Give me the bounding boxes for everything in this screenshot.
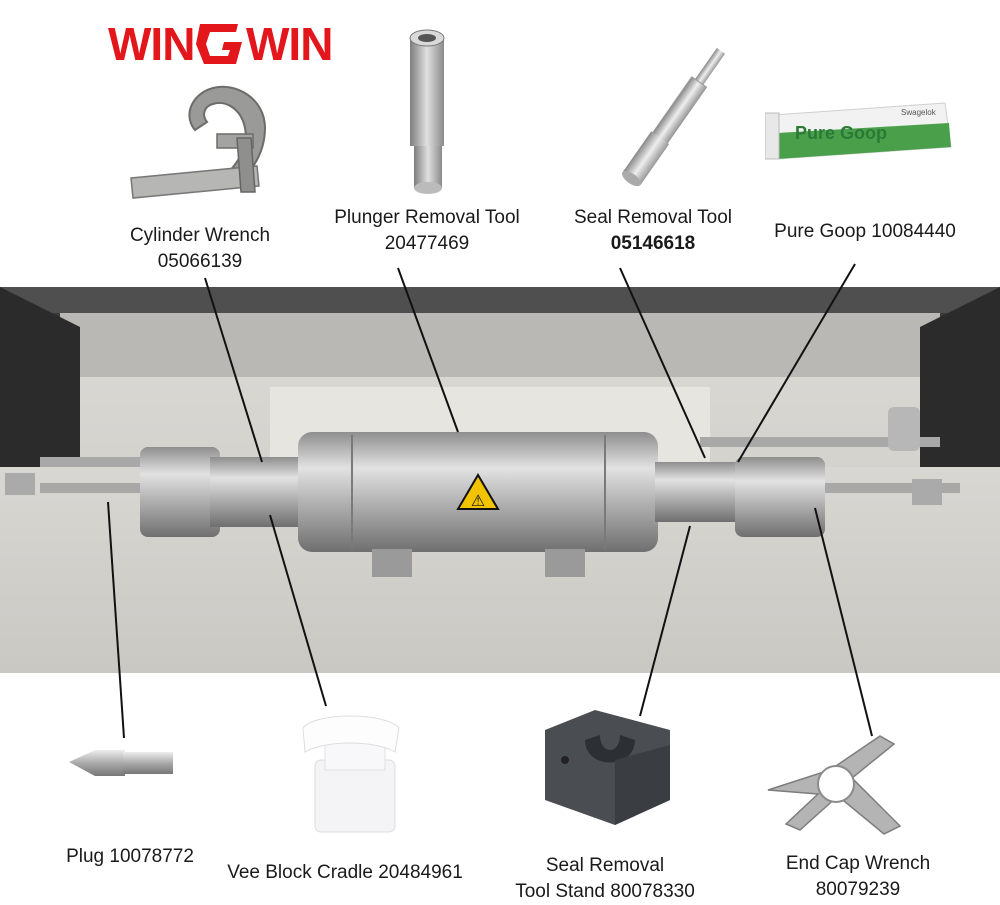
seal-removal-tool-name: Seal Removal Tool: [573, 207, 733, 228]
label-plug: Plug 10078772: [50, 844, 210, 870]
wing-g-mark: [196, 24, 242, 64]
cylinder-wrench-name: Cylinder Wrench: [129, 225, 271, 246]
vee-block-cradle-image: [302, 715, 400, 833]
pure-goop-name: Pure Goop 10084440: [774, 221, 956, 242]
plunger-removal-tool-part: 20477469: [384, 233, 470, 254]
plunger-removal-tool-image: [409, 29, 445, 194]
end-cap-wrench-image: [767, 735, 902, 835]
wingwin-logo: WIN WIN: [108, 18, 333, 66]
vee-block-cradle-name: Vee Block Cradle 20484961: [227, 862, 463, 883]
goop-product-text: Pure Goop: [795, 123, 887, 143]
label-pure-goop: Pure Goop 10084440: [760, 219, 970, 245]
label-seal-removal-tool: Seal Removal Tool 05146618: [558, 205, 748, 257]
goop-brand-text: Swagelok: [901, 108, 937, 117]
label-vee-block-cradle: Vee Block Cradle 20484961: [210, 860, 480, 886]
seal-removal-stand-part: Tool Stand 80078330: [515, 881, 695, 902]
label-seal-removal-stand: Seal Removal Tool Stand 80078330: [500, 853, 710, 905]
seal-removal-tool-part: 05146618: [610, 233, 696, 254]
cylinder-wrench-image: [130, 85, 267, 199]
warning-sign-icon: ⚠: [471, 491, 485, 510]
label-end-cap-wrench: End Cap Wrench 80079239: [768, 851, 948, 903]
seal-removal-stand-image: [545, 710, 670, 825]
seal-removal-tool-image: [622, 47, 726, 187]
plunger-removal-tool-name: Plunger Removal Tool: [334, 207, 520, 228]
intensifier-machine-photo: ⚠: [0, 287, 1000, 673]
cylinder-wrench-part: 05066139: [157, 251, 243, 272]
label-cylinder-wrench: Cylinder Wrench 05066139: [110, 223, 290, 275]
svg-text:WIN: WIN: [108, 18, 194, 66]
svg-text:WIN: WIN: [246, 18, 332, 66]
end-cap-wrench-part: 80079239: [815, 879, 901, 900]
pure-goop-tube-image: Pure Goop Swagelok: [765, 102, 952, 160]
plug-image: [69, 750, 173, 776]
seal-removal-stand-name: Seal Removal: [545, 855, 665, 876]
end-cap-wrench-name: End Cap Wrench: [785, 853, 931, 874]
plug-name: Plug 10078772: [66, 846, 194, 867]
label-plunger-removal-tool: Plunger Removal Tool 20477469: [312, 205, 542, 257]
